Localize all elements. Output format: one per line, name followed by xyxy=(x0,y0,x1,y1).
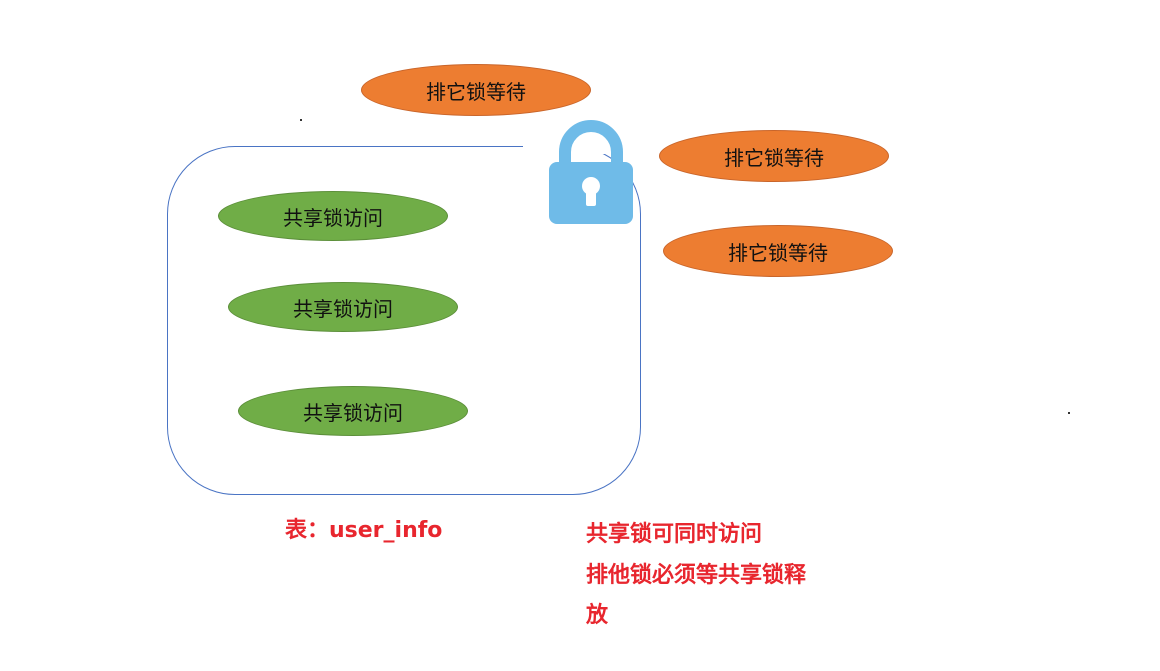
exclusive-lock-wait-3: 排它锁等待 xyxy=(663,225,893,277)
note-line-1: 共享锁可同时访问 xyxy=(586,522,763,547)
note-line-2: 排他锁必须等共享锁释 xyxy=(586,563,807,588)
exclusive-lock-wait-1: 排它锁等待 xyxy=(361,64,591,116)
shared-lock-access-2: 共享锁访问 xyxy=(228,282,458,332)
exclusive-lock-wait-2: 排它锁等待 xyxy=(659,130,889,182)
shared-lock-access-3: 共享锁访问 xyxy=(238,386,468,436)
shared-lock-access-1: 共享锁访问 xyxy=(218,191,448,241)
note-line-3: 放 xyxy=(586,603,609,628)
stray-dot xyxy=(300,119,302,121)
padlock-icon xyxy=(549,120,633,224)
stray-dot xyxy=(1068,412,1070,414)
table-caption: 表：user_info xyxy=(285,518,443,543)
